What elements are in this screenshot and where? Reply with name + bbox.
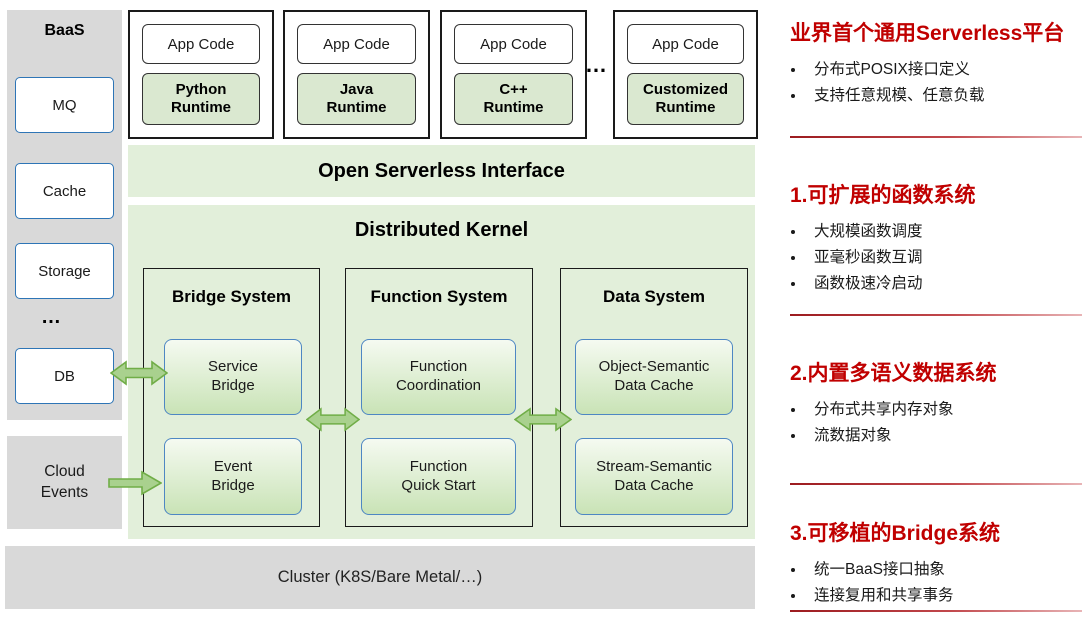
- app-code-box: App Code: [454, 24, 573, 64]
- baas-panel-title: BaaS: [44, 22, 85, 39]
- feature-bullet-list: 大规模函数调度 亚毫秒函数互调 函数极速冷启动: [790, 222, 1082, 295]
- app-code-box: App Code: [142, 24, 260, 64]
- feature-section-platform: 业界首个通用Serverless平台 分布式POSIX接口定义 支持任意规模、任…: [790, 22, 1082, 112]
- feature-bullet: 分布式POSIX接口定义: [806, 60, 1082, 81]
- db-bridge-double-arrow-icon: [110, 359, 168, 387]
- app-code-box: App Code: [627, 24, 744, 64]
- data-system-box: Data System Object-Semantic Data Cache S…: [560, 268, 748, 527]
- runtime-ellipsis: …: [585, 52, 609, 77]
- function-system-title: Function System: [370, 287, 508, 306]
- baas-service-mq: MQ: [15, 77, 114, 133]
- feature-bullet: 连接复用和共享事务: [806, 586, 1082, 607]
- runtime-container-customized: App Code Customized Runtime: [613, 10, 758, 139]
- stream-semantic-cache-module: Stream-Semantic Data Cache: [575, 438, 733, 515]
- baas-service-storage: Storage: [15, 243, 114, 299]
- java-runtime-box: Java Runtime: [297, 73, 416, 125]
- cpp-runtime-box: C++ Runtime: [454, 73, 573, 125]
- runtime-container-python: App Code Python Runtime: [128, 10, 274, 139]
- feature-bullet: 统一BaaS接口抽象: [806, 560, 1082, 581]
- function-system-box: Function System Function Coordination Fu…: [345, 268, 533, 527]
- baas-ellipsis: …: [41, 306, 63, 328]
- cloud-events-right-arrow-icon: [108, 469, 162, 497]
- cloud-events-box: Cloud Events: [7, 436, 122, 529]
- distributed-kernel-band: Distributed Kernel Bridge System Service…: [128, 205, 755, 539]
- function-coordination-module: Function Coordination: [361, 339, 516, 415]
- section-divider: [790, 483, 1082, 485]
- function-data-double-arrow-icon: [514, 406, 572, 433]
- event-bridge-module: Event Bridge: [164, 438, 302, 515]
- feature-bullet: 亚毫秒函数互调: [806, 248, 1082, 269]
- bridge-function-double-arrow-icon: [306, 406, 360, 433]
- feature-section-data-system: 2.内置多语义数据系统 分布式共享内存对象 流数据对象: [790, 362, 1082, 452]
- open-serverless-interface-band: Open Serverless Interface: [128, 145, 755, 197]
- feature-bullet: 大规模函数调度: [806, 222, 1082, 243]
- cluster-band: Cluster (K8S/Bare Metal/…): [5, 546, 755, 609]
- baas-service-cache: Cache: [15, 163, 114, 219]
- distributed-kernel-title: Distributed Kernel: [354, 219, 529, 241]
- feature-bullet: 流数据对象: [806, 426, 1082, 447]
- feature-section-function-system: 1.可扩展的函数系统 大规模函数调度 亚毫秒函数互调 函数极速冷启动: [790, 184, 1082, 300]
- feature-bullet-list: 分布式共享内存对象 流数据对象: [790, 400, 1082, 447]
- section-divider: [790, 136, 1082, 138]
- feature-section-bridge-system: 3.可移植的Bridge系统 统一BaaS接口抽象 连接复用和共享事务: [790, 522, 1082, 612]
- object-semantic-cache-module: Object-Semantic Data Cache: [575, 339, 733, 415]
- data-system-title: Data System: [602, 287, 706, 306]
- feature-bullet-list: 分布式POSIX接口定义 支持任意规模、任意负载: [790, 60, 1082, 107]
- feature-bullet: 分布式共享内存对象: [806, 400, 1082, 421]
- service-bridge-module: Service Bridge: [164, 339, 302, 415]
- feature-bullet: 支持任意规模、任意负载: [806, 86, 1082, 107]
- feature-bullet: 函数极速冷启动: [806, 274, 1082, 295]
- section-divider: [790, 610, 1082, 612]
- feature-heading: 3.可移植的Bridge系统: [790, 522, 1001, 545]
- feature-bullet-list: 统一BaaS接口抽象 连接复用和共享事务: [790, 560, 1082, 607]
- baas-panel: BaaS MQ Cache Storage … DB: [7, 10, 122, 420]
- function-quick-start-module: Function Quick Start: [361, 438, 516, 515]
- customized-runtime-box: Customized Runtime: [627, 73, 744, 125]
- runtime-container-cpp: App Code C++ Runtime: [440, 10, 587, 139]
- bridge-system-box: Bridge System Service Bridge Event Bridg…: [143, 268, 320, 527]
- bridge-system-title: Bridge System: [171, 287, 292, 306]
- baas-service-db: DB: [15, 348, 114, 404]
- section-divider: [790, 314, 1082, 316]
- python-runtime-box: Python Runtime: [142, 73, 260, 125]
- feature-heading: 1.可扩展的函数系统: [790, 184, 976, 207]
- feature-heading: 业界首个通用Serverless平台: [790, 22, 1065, 45]
- app-code-box: App Code: [297, 24, 416, 64]
- runtime-container-java: App Code Java Runtime: [283, 10, 430, 139]
- feature-heading: 2.内置多语义数据系统: [790, 362, 997, 385]
